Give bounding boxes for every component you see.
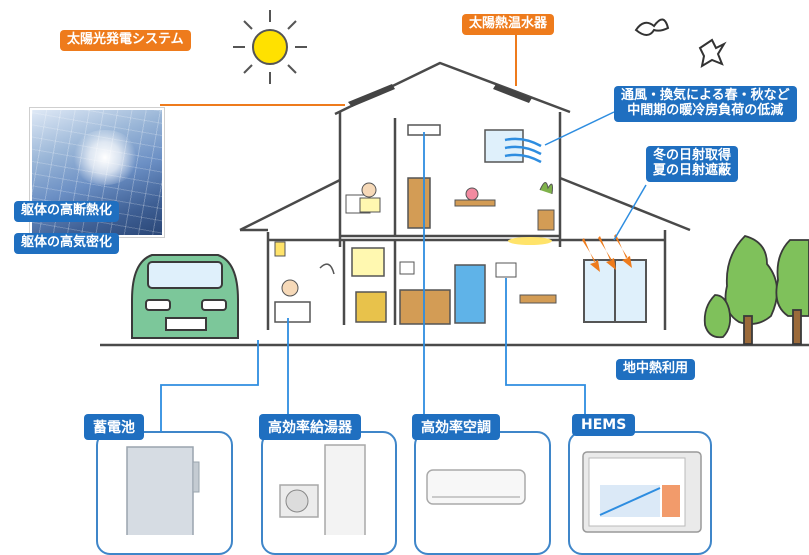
water-heater-icon	[279, 444, 366, 535]
bathtub	[274, 301, 311, 323]
air-conditioner-icon	[426, 469, 526, 505]
kitchen-counter	[399, 289, 451, 325]
ventilation-line2: 中間期の暖冷房負荷の低減	[627, 102, 784, 118]
door	[407, 177, 431, 229]
equipment-lines	[160, 132, 586, 432]
geothermal-label: 地中熱利用	[616, 359, 696, 380]
eco-house-diagram	[100, 10, 809, 535]
hems-monitor-icon	[582, 451, 702, 533]
sunlight-pointer	[613, 184, 647, 241]
refrigerator	[454, 264, 486, 324]
airtight-label: 躯体の高気密化	[14, 233, 120, 254]
airflow-arrows	[504, 137, 542, 164]
sunlight-line1: 冬の日射取得	[653, 148, 732, 163]
roof-solar-water-panel	[493, 84, 532, 103]
trees	[703, 234, 809, 345]
solar-pv-label: 太陽光発電システム	[60, 30, 191, 51]
hems-panel-wall	[495, 262, 517, 278]
storage-battery-icon	[126, 446, 200, 535]
insulation-label: 躯体の高断熱化	[14, 201, 120, 222]
ventilation-pointer	[544, 111, 615, 146]
equipment-label-battery: 蓄電池	[84, 414, 144, 440]
birds-icon	[634, 18, 727, 69]
equipment-label-ac: 高効率空調	[412, 414, 500, 440]
ventilation-label: 通風・換気による春・秋など 中間期の暖冷房負荷の低減	[614, 86, 797, 122]
equipment-label-water-heater: 高効率給湯器	[259, 414, 361, 440]
house	[239, 61, 691, 330]
downstairs-rooms	[274, 241, 647, 325]
sunlight-arrows	[582, 234, 632, 272]
ventilation-line1: 通風・換気による春・秋など	[621, 88, 790, 103]
sunlight-label: 冬の日射取得 夏の日射遮蔽	[646, 146, 739, 182]
sunlight-line2: 夏の日射遮蔽	[653, 162, 732, 178]
upstairs-rooms	[345, 124, 555, 231]
equipment-label-hems: HEMS	[572, 414, 636, 436]
solar-water-label: 太陽熱温水器	[462, 14, 555, 35]
car	[131, 254, 239, 339]
roof-solar-panel	[348, 84, 395, 107]
ceiling-light	[508, 237, 552, 245]
sun-icon	[233, 10, 307, 84]
